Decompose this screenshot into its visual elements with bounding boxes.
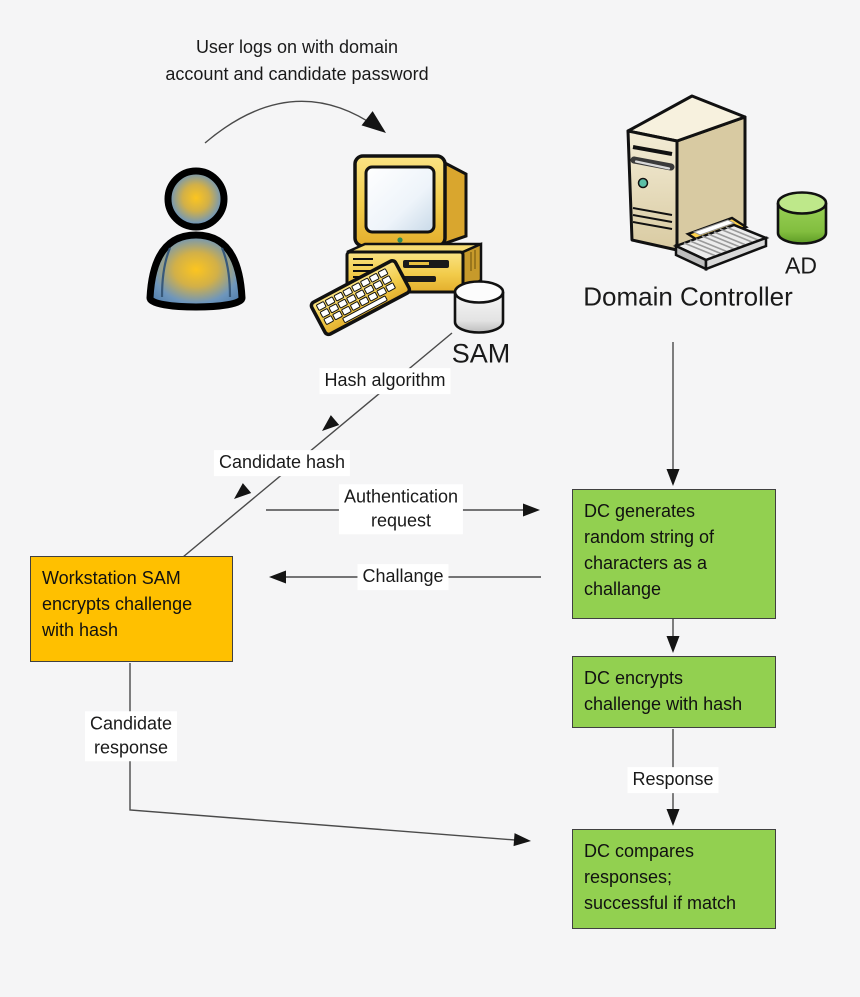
- monitor-screen: [364, 165, 436, 234]
- arrowhead-response: [666, 809, 680, 826]
- candidate-hash-label: Candidate hash: [213, 450, 351, 476]
- authentication-request-label: Authentication request: [338, 484, 464, 534]
- arrowhead-box1-box2: [666, 636, 680, 653]
- workstation-icon: [309, 154, 483, 337]
- user-icon: [146, 167, 246, 311]
- workstation-keyboard: [309, 259, 412, 337]
- domain-controller-label: Domain Controller: [583, 281, 793, 312]
- server-keyboard: [672, 216, 770, 271]
- arrowhead-dc-box1: [666, 469, 680, 486]
- workstation-sam-box: Workstation SAM encrypts challenge with …: [30, 556, 233, 662]
- challange-label: Challange: [357, 564, 449, 590]
- arrowheads: [234, 111, 680, 847]
- power-led: [397, 237, 403, 243]
- arrowhead-candidate-hash: [234, 483, 252, 499]
- arc-logon-line: [204, 100, 379, 144]
- user-logon-caption: User logs on with domain account and can…: [165, 37, 429, 84]
- dc-compares-box: DC compares responses; successful if mat…: [572, 829, 776, 929]
- candidate-response-label: Candidate response: [84, 711, 178, 761]
- arrowhead-logon: [361, 111, 386, 133]
- domain-controller-icon: [626, 94, 770, 271]
- sam-label: SAM: [451, 338, 511, 369]
- dc-encrypts-box: DC encrypts challenge with hash: [572, 656, 776, 728]
- arrowhead-candidate-response: [513, 833, 531, 847]
- arrowhead-auth-request: [523, 503, 540, 517]
- arrowhead-challange: [269, 570, 286, 584]
- sam-database-icon: [453, 280, 505, 334]
- hash-algorithm-label: Hash algorithm: [319, 368, 451, 394]
- ad-label: AD: [785, 252, 817, 279]
- response-label: Response: [627, 767, 719, 793]
- server-button: [637, 177, 649, 189]
- arrowhead-hash: [322, 415, 340, 431]
- candidate-response-line: [129, 663, 529, 842]
- dc-generates-box: DC generates random string of characters…: [572, 489, 776, 619]
- ad-database-icon: [776, 191, 828, 245]
